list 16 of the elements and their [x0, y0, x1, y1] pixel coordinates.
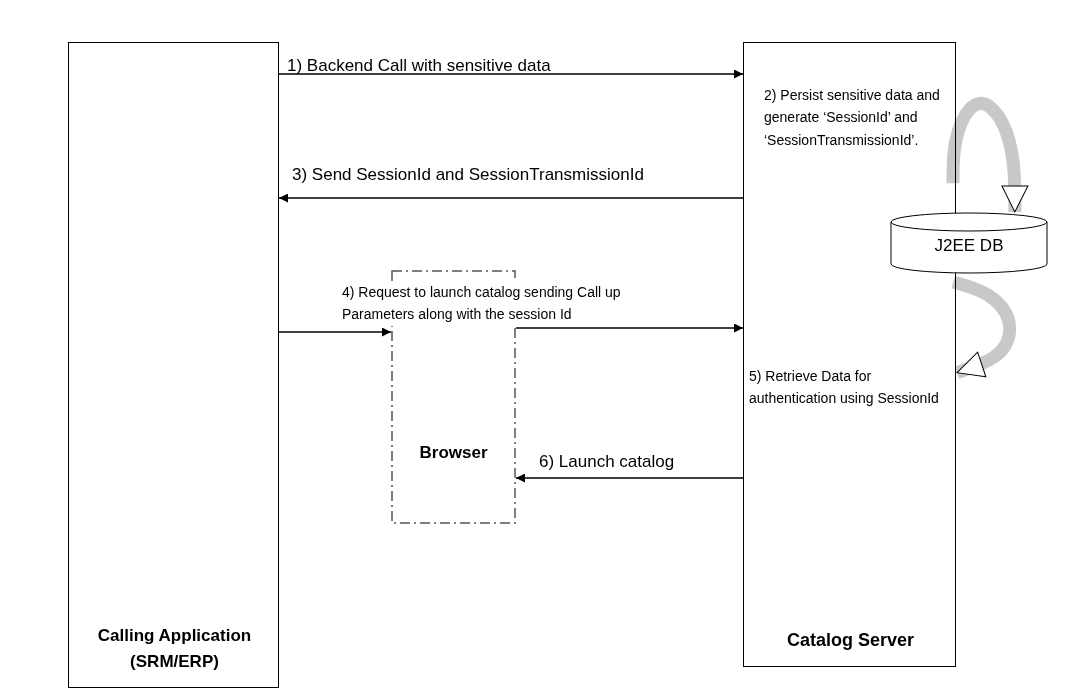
arrow	[515, 473, 744, 483]
arrow	[278, 193, 744, 203]
edge-label: 6) Launch catalog	[539, 451, 676, 473]
edge-label: 2) Persist sensitive data and generate ‘SessionId’ and ‘SessionTransmissionId’.	[764, 86, 941, 150]
node-title: Catalog Server	[785, 629, 916, 652]
curved-block-arrow	[946, 96, 1029, 213]
lifeline-box	[68, 42, 279, 688]
edge-label: 5) Retrieve Data for authentication using SessionId	[749, 367, 940, 409]
node-title: Calling Application (SRM/ERP)	[96, 625, 253, 673]
arrow	[278, 69, 744, 79]
edge-label: 1) Backend Call with sensitive data	[287, 55, 552, 77]
node-title: J2EE DB	[933, 235, 1005, 257]
arrow	[278, 327, 392, 337]
edge-label: 3) Send SessionId and SessionTransmissionId	[292, 164, 645, 186]
node-title: Browser	[418, 442, 489, 464]
arrow	[515, 323, 744, 333]
